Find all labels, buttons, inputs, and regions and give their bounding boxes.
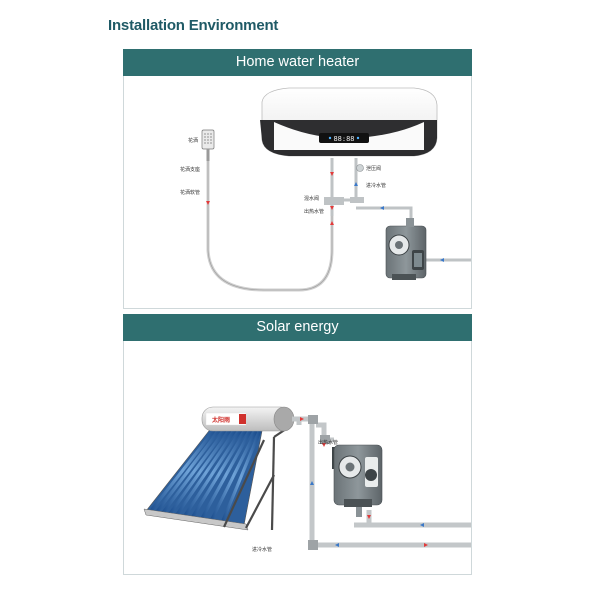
label-hot-outlet-solar: 出热水管 xyxy=(318,439,338,446)
label-cold-inlet: 进冷水管 xyxy=(366,182,386,189)
shower-head-icon xyxy=(201,129,215,161)
booster-pump xyxy=(385,218,427,280)
page-title: Installation Environment xyxy=(108,17,279,34)
label-mixing-valve: 混水阀 xyxy=(304,195,319,202)
water-heater: 88:88 xyxy=(260,87,438,157)
panel-header-home-water-heater: Home water heater xyxy=(123,49,472,76)
label-shower-head: 花洒 xyxy=(188,137,198,144)
tank-logo: 太阳雨 xyxy=(211,416,230,424)
label-hot-outlet: 出热水管 xyxy=(304,208,324,215)
solar-flow-arrows xyxy=(300,417,428,547)
solar-collector xyxy=(143,426,263,531)
flow-arrows xyxy=(206,172,444,262)
panel-home-water-heater: Home water heater 88:88 xyxy=(123,49,472,309)
shower-hose xyxy=(206,161,334,292)
label-shower-holder: 花洒支座 xyxy=(180,166,200,173)
home-water-heater-diagram: 88:88 xyxy=(180,87,471,292)
solar-water-tank: 太阳雨 xyxy=(201,406,295,432)
label-pressure-valve: 泄压阀 xyxy=(366,165,381,172)
panel-header-solar-energy: Solar energy xyxy=(123,314,472,341)
heater-display: 88:88 xyxy=(333,135,354,143)
label-shower-hose: 花洒软管 xyxy=(180,189,200,196)
solar-energy-diagram: 太阳雨 xyxy=(143,406,471,553)
solar-booster-pump xyxy=(333,444,383,517)
panel-solar-energy: Solar energy xyxy=(123,314,472,575)
label-cold-inlet-solar: 进冷水管 xyxy=(252,546,272,553)
